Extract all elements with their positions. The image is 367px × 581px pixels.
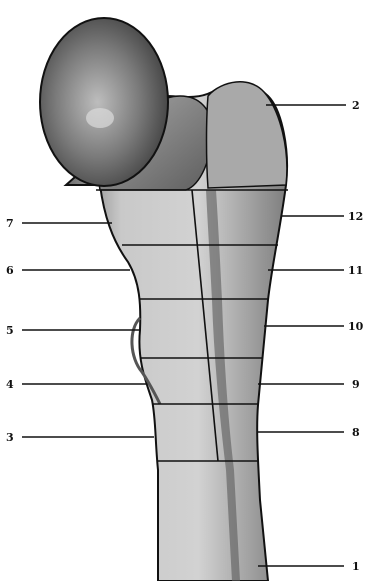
greater-trochanter: [207, 82, 287, 188]
femoral-head: [40, 18, 168, 186]
label-8: 8: [352, 426, 360, 439]
head-highlight: [86, 108, 114, 128]
label-4: 4: [6, 378, 14, 391]
label-1: 1: [352, 560, 360, 573]
label-12: 12: [348, 210, 363, 223]
label-2: 2: [352, 99, 360, 112]
label-11: 11: [348, 264, 363, 277]
label-7: 7: [6, 217, 14, 230]
label-3: 3: [6, 431, 14, 444]
label-6: 6: [6, 264, 14, 277]
label-9: 9: [352, 378, 360, 391]
label-5: 5: [6, 324, 14, 337]
label-10: 10: [348, 320, 364, 333]
